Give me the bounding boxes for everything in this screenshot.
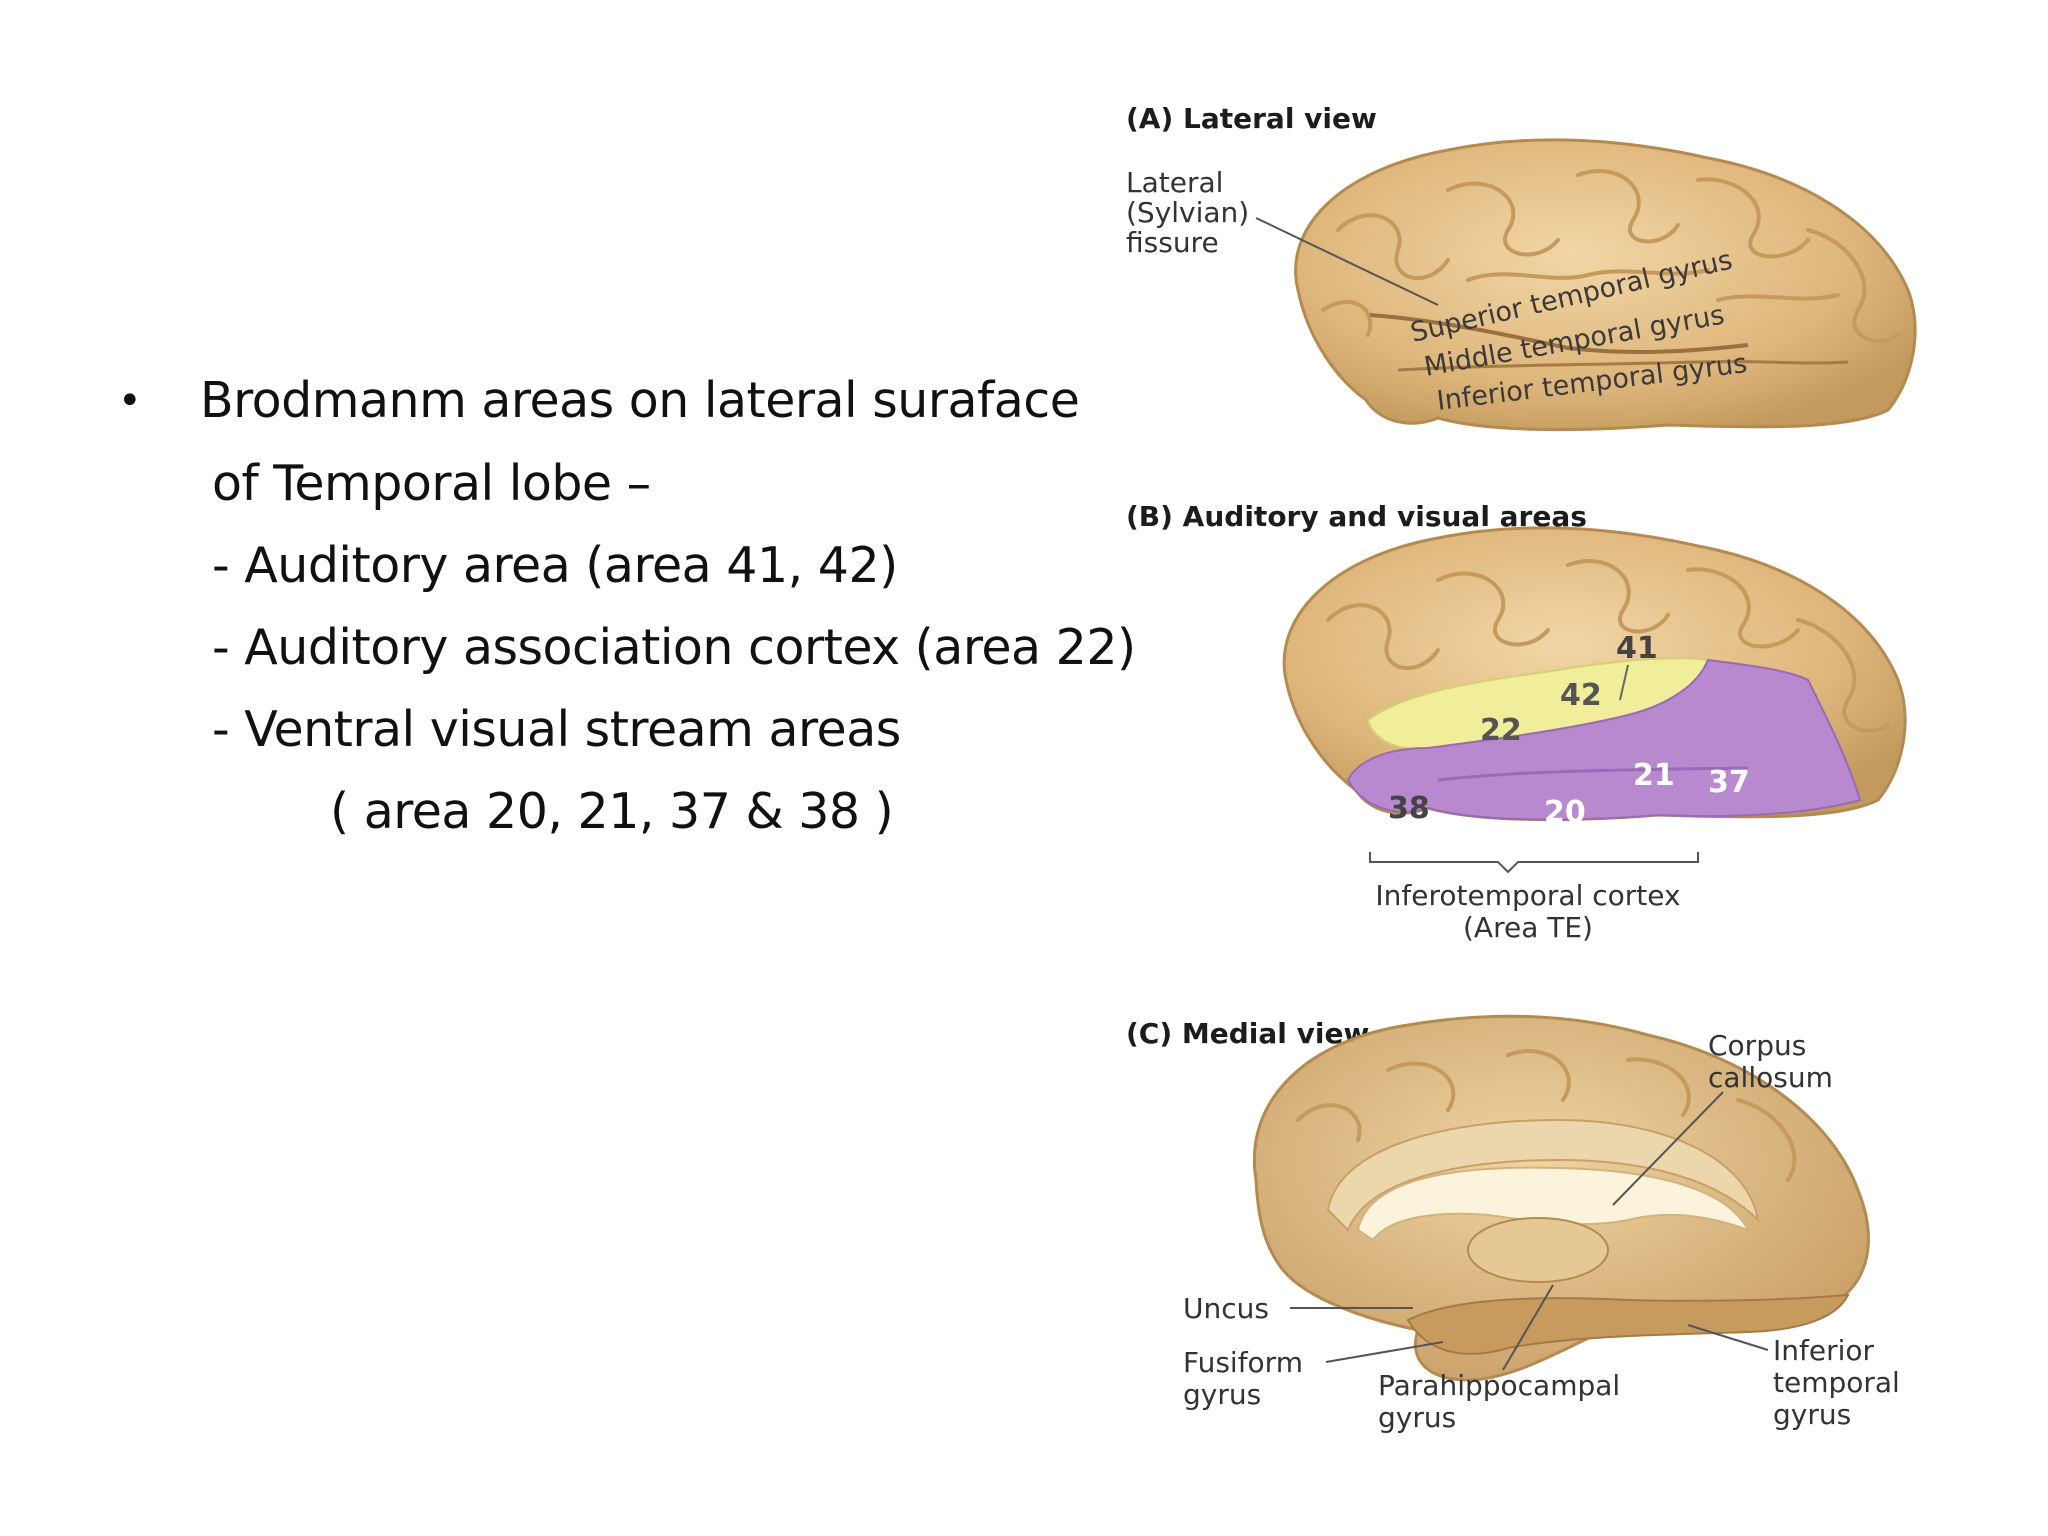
parahippocampal-label-1: Parahippocampal <box>1378 1369 1620 1402</box>
itg-leader <box>1687 1324 1769 1351</box>
bullet-line-6: ( area 20, 21, 37 & 38 ) <box>330 783 894 840</box>
fusiform-label-2: gyrus <box>1183 1378 1261 1411</box>
gyri-b <box>1326 559 1890 733</box>
uncus-label: Uncus <box>1183 1292 1269 1325</box>
sts-a <box>1397 360 1849 372</box>
panel-c-title: (C) Medial view <box>1126 1017 1369 1050</box>
bullet-line-5: - Ventral visual stream areas <box>212 701 901 758</box>
corpus-callosum-label-1: Corpus <box>1708 1029 1806 1062</box>
area-20-label: 20 <box>1544 795 1586 830</box>
itg-label-3: gyrus <box>1773 1398 1851 1431</box>
bullet-line-2: of Temporal lobe – <box>212 455 651 512</box>
panel-c: (C) Medial view Corpus callosum Uncus Fu… <box>1126 1014 1900 1434</box>
brain-figure-svg: (A) Lateral view Lateral (Sylvian) fissu… <box>1126 102 1917 1434</box>
area-41-label: 41 <box>1616 631 1658 666</box>
area-38-label: 38 <box>1388 791 1430 826</box>
bullet-dot: • <box>118 378 142 424</box>
fissure-leader <box>1255 217 1439 306</box>
panel-a-title: (A) Lateral view <box>1126 102 1377 135</box>
itg-label-2: temporal <box>1773 1366 1900 1399</box>
it-cortex-label-1: Inferotemporal cortex <box>1375 879 1680 912</box>
panel-a: (A) Lateral view Lateral (Sylvian) fissu… <box>1126 102 1917 432</box>
area-42-label: 42 <box>1560 678 1602 713</box>
visual-region <box>1346 658 1862 821</box>
panel-b: (B) Auditory and visual areas 41 42 22 2… <box>1126 500 1907 944</box>
fissure-label-1: Lateral <box>1126 166 1223 199</box>
fissure-label-3: fissure <box>1126 226 1219 259</box>
fusiform-label-1: Fusiform <box>1183 1346 1303 1379</box>
gyri-a <box>1321 169 1900 343</box>
it-cortex-label-2: (Area TE) <box>1463 911 1593 944</box>
area-41-leader <box>1619 664 1629 701</box>
sylvian-fissure <box>1369 313 1749 354</box>
corpus-callosum-leader <box>1612 1091 1724 1206</box>
bullet-block: • Brodmanm areas on lateral suraface of … <box>118 372 1136 840</box>
bullet-line-4: - Auditory association cortex (area 22) <box>212 619 1136 676</box>
bullet-line-1: Brodmanm areas on lateral suraface <box>200 372 1080 429</box>
area-37-label: 37 <box>1708 765 1750 800</box>
corpus-callosum <box>1356 1166 1751 1242</box>
bullet-line-3: - Auditory area (area 41, 42) <box>212 537 898 594</box>
area-22-label: 22 <box>1480 713 1522 748</box>
thalamus <box>1467 1217 1609 1283</box>
it-brace <box>1369 852 1699 874</box>
fissure-label-2: (Sylvian) <box>1126 196 1249 229</box>
gyri-c <box>1296 1049 1797 1182</box>
visual-sulcus <box>1437 766 1749 782</box>
parahippocampal-leader <box>1502 1284 1554 1371</box>
parahippocampal-label-2: gyrus <box>1378 1401 1456 1434</box>
temporal-medial <box>1406 1293 1850 1355</box>
itg-label-1: Inferior <box>1773 1334 1875 1367</box>
fusiform-leader <box>1325 1341 1444 1363</box>
corpus-callosum-label-2: callosum <box>1708 1061 1833 1094</box>
cingulate-band <box>1326 1118 1760 1232</box>
area-21-label: 21 <box>1633 758 1675 793</box>
brain-figure: (A) Lateral view Lateral (Sylvian) fissu… <box>1108 80 1948 1480</box>
